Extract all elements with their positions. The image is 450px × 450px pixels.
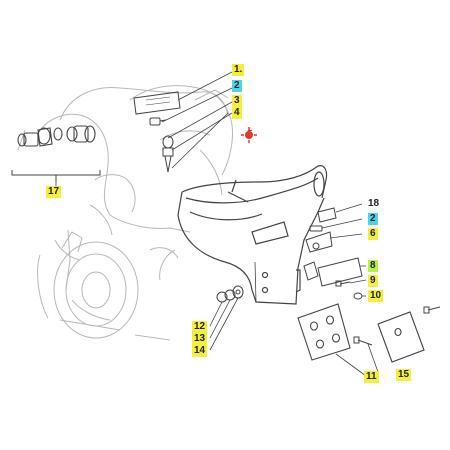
nut-10-part	[353, 292, 363, 300]
callout-4: 4	[232, 107, 242, 119]
plate-holder-8-part	[303, 257, 363, 287]
bracket-6-part	[305, 231, 333, 253]
callout-3: 3	[232, 95, 242, 107]
decal-label-part	[133, 91, 181, 115]
ghost-scooter-outline	[17, 85, 233, 341]
callout-2-top: 2	[232, 80, 242, 92]
callout-3-text: 3	[232, 95, 242, 107]
callout-18-text: 18	[368, 198, 380, 209]
callout-2-top-text: 2	[232, 80, 242, 92]
callout-11: 11	[364, 371, 379, 383]
screw-2b-part	[309, 225, 323, 232]
bracket-17	[11, 170, 101, 182]
red-target-marker	[241, 127, 257, 143]
screw-9-part	[335, 280, 351, 287]
callout-5: 5	[245, 129, 255, 141]
callout-15-text: 15	[396, 369, 412, 381]
callout-13-text: 13	[192, 333, 208, 345]
callout-13: 13	[192, 333, 208, 345]
callout-1: 1.	[232, 64, 245, 76]
plate-bracket-11-left	[297, 303, 351, 361]
leader-lines-top	[161, 71, 233, 169]
callout-12-text: 12	[192, 321, 208, 333]
callout-14-text: 14	[192, 345, 208, 357]
leg-shield-panel	[177, 165, 328, 305]
callout-14: 14	[192, 345, 208, 357]
bolt-15-part	[353, 306, 441, 346]
callout-2-right: 2	[368, 213, 378, 225]
callout-9: 9	[368, 275, 378, 287]
callout-18: 18	[366, 198, 381, 210]
leader-lines-right	[321, 203, 367, 297]
callout-10: 10	[368, 290, 384, 302]
callout-12: 12	[192, 321, 208, 333]
callout-1-text: 1.	[232, 64, 245, 76]
callout-4-text: 4	[232, 107, 242, 119]
clip-18-part	[317, 207, 337, 223]
bulb-socket-part	[162, 135, 174, 173]
callout-11-text: 11	[364, 371, 379, 383]
callout-2-right-text: 2	[368, 213, 378, 225]
callout-9-text: 9	[368, 275, 378, 287]
callout-6: 6	[368, 228, 378, 240]
callout-5-text: 5	[247, 129, 253, 140]
plate-bracket-11-right	[377, 311, 425, 363]
washer-set-part	[216, 285, 244, 303]
callout-15: 15	[396, 369, 412, 381]
callout-6-text: 6	[368, 228, 378, 240]
ignition-lock-set	[17, 125, 96, 147]
callout-17: 17	[46, 186, 62, 198]
callout-8: 8	[368, 260, 378, 272]
leader-lines-bottom	[209, 297, 379, 377]
callout-17-text: 17	[46, 186, 62, 198]
callout-8-text: 8	[368, 260, 378, 272]
callout-10-text: 10	[368, 290, 384, 302]
